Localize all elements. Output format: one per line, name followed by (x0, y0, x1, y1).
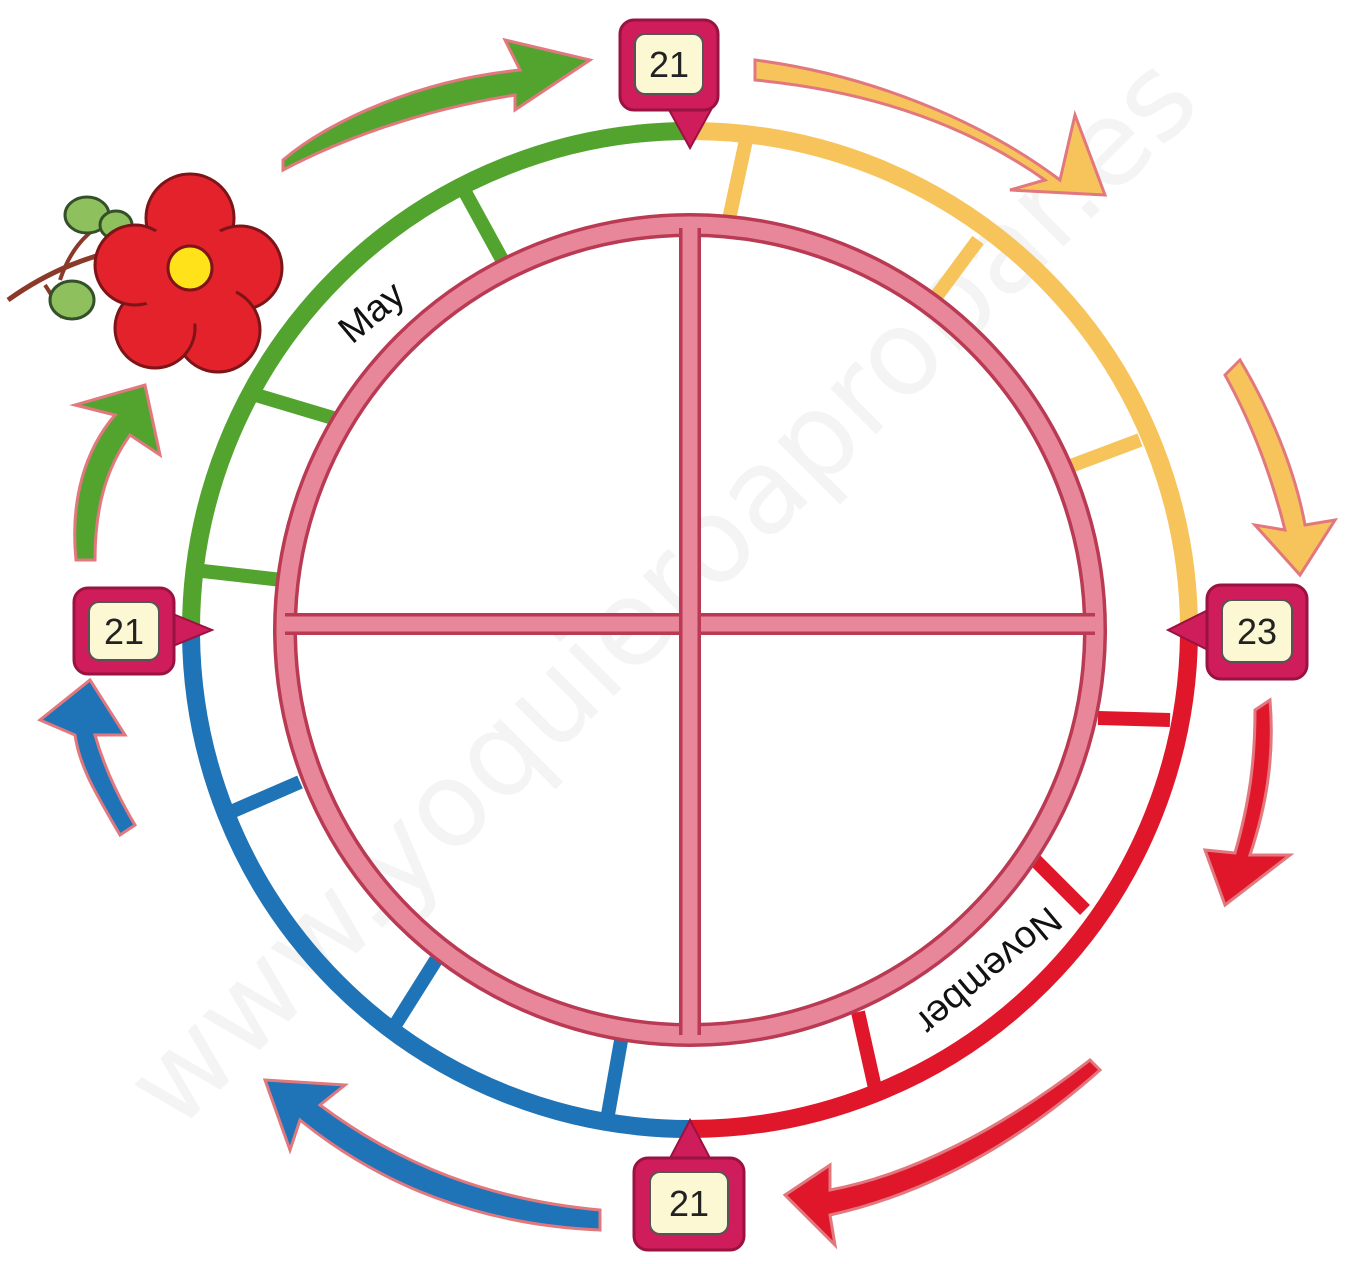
watermark-text: www.yoquieroaprobar.es (98, 28, 1223, 1153)
flower-center (168, 246, 212, 290)
flower-icon (8, 174, 282, 372)
date-label-left: 21 (104, 611, 144, 652)
autumn-ring (690, 630, 1189, 1129)
date-label-right: 23 (1237, 611, 1277, 652)
date-label-top: 21 (649, 44, 689, 85)
date-label-bottom: 21 (669, 1183, 709, 1224)
summer-arrow-right (1225, 360, 1335, 575)
autumn-arrow-right (1205, 700, 1290, 905)
inner-circle (285, 225, 1095, 1035)
date-marker-bottom: 21 (634, 1120, 744, 1250)
autumn-arrow (785, 1060, 1100, 1245)
winter-arrow-left (40, 680, 135, 835)
spring-arrow-left (75, 385, 160, 560)
